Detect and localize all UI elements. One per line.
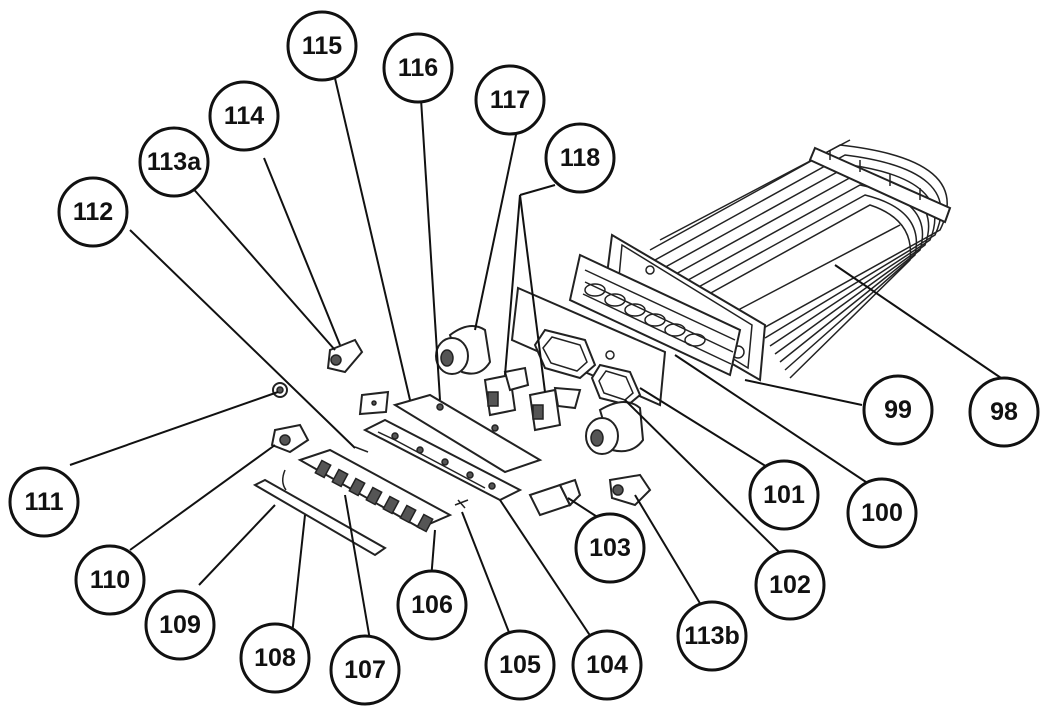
- callout-100: 100: [846, 477, 918, 549]
- callout-118: 118: [544, 122, 616, 194]
- screw-112: [354, 446, 369, 453]
- callout-104: 104: [571, 629, 643, 701]
- bracket-left: [483, 366, 530, 417]
- callout-label-102: 102: [769, 571, 811, 599]
- bracket-103: [528, 478, 582, 517]
- callout-label-107: 107: [344, 656, 386, 684]
- callout-113a: 113a: [138, 126, 210, 198]
- callout-98: 98: [968, 376, 1040, 448]
- clip-113a: [326, 338, 364, 374]
- burner-fin-block: [568, 253, 742, 377]
- gasket-plate: [510, 286, 667, 407]
- ring-111: [272, 382, 288, 398]
- callout-108: 108: [239, 622, 311, 694]
- burner-manifold: [297, 448, 453, 533]
- screw-105: [454, 499, 469, 509]
- callout-label-98: 98: [990, 398, 1018, 426]
- fan-housing-right: [585, 401, 645, 455]
- callout-115: 115: [286, 10, 358, 82]
- callout-114: 114: [208, 80, 280, 152]
- callout-label-113a: 113a: [147, 148, 202, 176]
- callout-103: 103: [574, 512, 646, 584]
- callout-113b: 113b: [676, 600, 748, 672]
- callout-label-105: 105: [499, 651, 541, 679]
- callout-106: 106: [396, 569, 468, 641]
- callout-label-115: 115: [302, 32, 342, 60]
- callout-107: 107: [329, 634, 401, 706]
- callout-label-103: 103: [589, 534, 631, 562]
- callout-109: 109: [144, 589, 216, 661]
- callout-label-100: 100: [861, 499, 903, 527]
- valve-110: [270, 423, 310, 454]
- callout-117: 117: [474, 64, 546, 136]
- manifold-plate: [392, 393, 543, 474]
- callout-101: 101: [748, 459, 820, 531]
- fan-housing-left: [435, 325, 492, 375]
- callout-112: 112: [57, 176, 129, 248]
- callout-116: 116: [382, 32, 454, 104]
- bracket-right: [528, 386, 582, 432]
- callout-label-111: 111: [25, 488, 64, 516]
- callout-label-108: 108: [254, 644, 296, 672]
- callout-label-114: 114: [224, 102, 264, 130]
- clip-113b: [608, 473, 652, 507]
- leader-lines: [69, 73, 1005, 641]
- callout-label-116: 116: [398, 54, 438, 82]
- burner-rail: [362, 418, 523, 502]
- small-plate: [358, 390, 390, 416]
- callout-label-104: 104: [586, 651, 628, 679]
- callout-110: 110: [74, 544, 146, 616]
- callout-99: 99: [862, 374, 934, 446]
- callout-label-109: 109: [159, 611, 201, 639]
- heat-exchanger-tubes: [649, 139, 952, 379]
- callout-label-106: 106: [411, 591, 453, 619]
- callout-102: 102: [754, 549, 826, 621]
- callout-label-118: 118: [560, 144, 600, 172]
- callout-label-99: 99: [884, 396, 912, 424]
- callout-label-110: 110: [90, 566, 130, 594]
- callout-label-117: 117: [490, 86, 530, 114]
- callout-label-101: 101: [763, 481, 805, 509]
- callout-105: 105: [484, 629, 556, 701]
- callout-label-113b: 113b: [684, 622, 740, 650]
- callout-label-112: 112: [73, 198, 113, 226]
- callout-111: 111: [8, 466, 80, 538]
